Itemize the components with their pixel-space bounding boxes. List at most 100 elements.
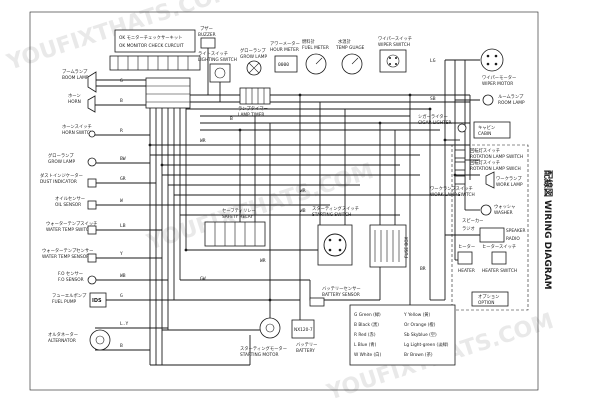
heater: HEATER ヒーター HEATER SWITCH ヒータースイッチ: [457, 243, 517, 274]
legend-entry: Lg Light-green (淡緑): [404, 341, 449, 348]
svg-text:HOUR METER: HOUR METER: [270, 47, 299, 53]
svg-text:ワークランプスイッチ: ワークランプスイッチ: [430, 186, 473, 192]
cigar-lighter: シガーライター CIGAR LIGHTER: [418, 113, 467, 133]
svg-text:IDS: IDS: [92, 298, 102, 304]
svg-text:SB: SB: [430, 96, 436, 102]
svg-text:BATTERY SENSOR: BATTERY SENSOR: [322, 292, 360, 298]
svg-text:ランプタイマー: ランプタイマー: [238, 105, 268, 112]
grow-lamp-top: グローランプ GROW LAMP: [240, 47, 267, 76]
svg-text:キャビン: キャビン: [478, 124, 495, 131]
svg-text:水温計: 水温計: [338, 38, 352, 45]
legend-entry: W White (白): [354, 351, 381, 358]
dust-indicator: ダストインジケーター DUST INDICATOR: [40, 172, 97, 188]
svg-text:ROOM LAMP: ROOM LAMP: [498, 100, 525, 106]
starting-switch: スターティングスイッチ STARTING SWITCH: [312, 205, 359, 266]
svg-text:FUEL PUMP: FUEL PUMP: [52, 299, 77, 305]
svg-text:BATTERY: BATTERY: [296, 348, 315, 354]
battery-sensor: バッテリーセンサー BATTERY SENSOR: [309, 286, 361, 307]
svg-text:GR: GR: [120, 176, 126, 182]
horn: ホーン HORN: [68, 93, 96, 113]
svg-text:CIGAR LIGHTER: CIGAR LIGHTER: [418, 120, 451, 126]
svg-text:WB: WB: [300, 208, 306, 214]
svg-text:DUST INDICATOR: DUST INDICATOR: [40, 179, 77, 185]
legend-entry: Sb Skyblue (空): [404, 331, 437, 338]
svg-text:ライトスイッチ: ライトスイッチ: [198, 51, 228, 57]
svg-text:WIRING DIAGRAM: WIRING DIAGRAM: [542, 200, 552, 290]
svg-text:0000: 0000: [278, 62, 289, 68]
boom-lamp: ブームランプ BOOM LAMP: [62, 68, 97, 93]
starting-motor: スターティングモーター STARTING MOTOR: [240, 317, 287, 358]
svg-text:オルタネーター: オルタネーター: [48, 331, 78, 338]
svg-text:BUZZER: BUZZER: [198, 32, 216, 38]
svg-text:オプション: オプション: [478, 294, 499, 300]
svg-text:配線図: 配線図: [542, 170, 554, 197]
temp-gauge: 水温計 TEMP GUAGE: [335, 38, 365, 75]
svg-text:フューエルポンプ: フューエルポンプ: [52, 292, 87, 299]
svg-text:ダストインジケーター: ダストインジケーター: [40, 172, 83, 179]
svg-text:CABIN: CABIN: [478, 131, 491, 137]
svg-text:シガーライター: シガーライター: [418, 113, 448, 120]
svg-text:ブームランプ: ブームランプ: [62, 68, 88, 75]
svg-text:R: R: [120, 128, 123, 134]
svg-text:バッテリーセンサー: バッテリーセンサー: [322, 286, 361, 292]
svg-text:ウォッシャ: ウォッシャ: [494, 203, 515, 210]
svg-text:LIGHTING SWITCH: LIGHTING SWITCH: [198, 57, 237, 63]
svg-text:B: B: [120, 343, 123, 349]
diagram-title: 配線図 WIRING DIAGRAM: [542, 170, 554, 290]
svg-text:STARTING MOTOR: STARTING MOTOR: [240, 352, 279, 358]
svg-text:Y: Y: [120, 251, 123, 257]
svg-text:WB: WB: [120, 273, 126, 279]
svg-text:FUSE BOX: FUSE BOX: [404, 237, 410, 258]
alternator: オルタネーター ALTERNATOR: [48, 329, 111, 351]
svg-text:FUEL METER: FUEL METER: [302, 45, 329, 51]
svg-text:LB: LB: [120, 223, 126, 229]
svg-text:HORN SWITCH: HORN SWITCH: [62, 130, 93, 136]
svg-text:HORN: HORN: [68, 99, 81, 105]
svg-text:ワイパーモーター: ワイパーモーター: [482, 74, 516, 81]
hour-meter: アワーメーター HOUR METER 0000: [270, 40, 300, 73]
svg-text:ヒータースイッチ: ヒータースイッチ: [482, 243, 516, 250]
svg-text:G: G: [120, 293, 123, 299]
svg-text:燃料計: 燃料計: [302, 38, 316, 45]
svg-text:GROW LAMP: GROW LAMP: [48, 159, 75, 165]
svg-text:WIPER SWITCH: WIPER SWITCH: [378, 42, 410, 48]
svg-text:TEMP GUAGE: TEMP GUAGE: [335, 45, 365, 51]
svg-text:ルームランプ: ルームランプ: [498, 94, 524, 100]
svg-text:ホーンスイッチ: ホーンスイッチ: [62, 124, 92, 130]
oil-sensor: オイルセンサー OIL SENSOR: [55, 196, 97, 210]
work-lamp-switch: ワークランプスイッチ WORK LAMP SWITCH: [430, 175, 475, 198]
svg-text:ヒーター: ヒーター: [458, 243, 475, 250]
svg-text:WR: WR: [300, 188, 306, 194]
svg-text:WORK LAMP SWITCH: WORK LAMP SWITCH: [430, 192, 475, 198]
svg-text:アワーメーター: アワーメーター: [270, 40, 300, 47]
fuel-pump: フューエルポンプ FUEL PUMP IDS: [52, 292, 107, 308]
wire-color-legend: G Green (緑)Y Yellow (黄)B Black (黒)Or Ora…: [349, 304, 456, 366]
horn-switch: ホーンスイッチ HORN SWITCH: [62, 124, 96, 138]
svg-text:ワイパースイッチ: ワイパースイッチ: [378, 36, 412, 42]
svg-text:ワークランプ: ワークランプ: [496, 176, 522, 182]
svg-text:グローランプ: グローランプ: [240, 47, 266, 54]
svg-text:スターティングスイッチ: スターティングスイッチ: [312, 205, 359, 212]
svg-text:WATER TEMP SENSOR: WATER TEMP SENSOR: [42, 254, 89, 260]
svg-text:オイルセンサー: オイルセンサー: [55, 196, 85, 202]
svg-text:B: B: [120, 98, 123, 104]
room-lamp: ルームランプ ROOM LAMP: [482, 94, 525, 106]
fuel-meter: 燃料計 FUEL METER: [302, 38, 329, 75]
svg-text:G: G: [120, 78, 123, 84]
svg-text:STARTING SWITCH: STARTING SWITCH: [312, 212, 351, 218]
water-temp-switch: ウォーターテンプスイッチ WATER TEMP SWITCH: [46, 220, 97, 235]
svg-text:BW: BW: [120, 156, 126, 162]
fuse-box: FUSE BOX: [369, 224, 410, 268]
svg-text:スターティングモーター: スターティングモーター: [240, 345, 287, 352]
grow-lamp-left: グローランプ GROW LAMP: [48, 152, 97, 167]
fo-sensor: F.O センサー F.O SENSOR: [58, 271, 97, 285]
water-temp-sensor: ウォーターテンプセンサー WATER TEMP SENSOR: [42, 247, 97, 263]
svg-text:WIPER MOTOR: WIPER MOTOR: [482, 81, 513, 87]
svg-text:OK MONITOR CHECK CURCUIT: OK MONITOR CHECK CURCUIT: [119, 43, 184, 49]
harness-wires: [95, 59, 480, 366]
cabin: キャビン CABIN: [473, 121, 511, 139]
legend-entry: L Blue (青): [354, 341, 377, 348]
svg-text:B: B: [230, 116, 233, 122]
lamp-timer: ランプタイマー LAMP TIMER: [238, 87, 271, 118]
svg-text:HEATER: HEATER: [458, 268, 475, 274]
